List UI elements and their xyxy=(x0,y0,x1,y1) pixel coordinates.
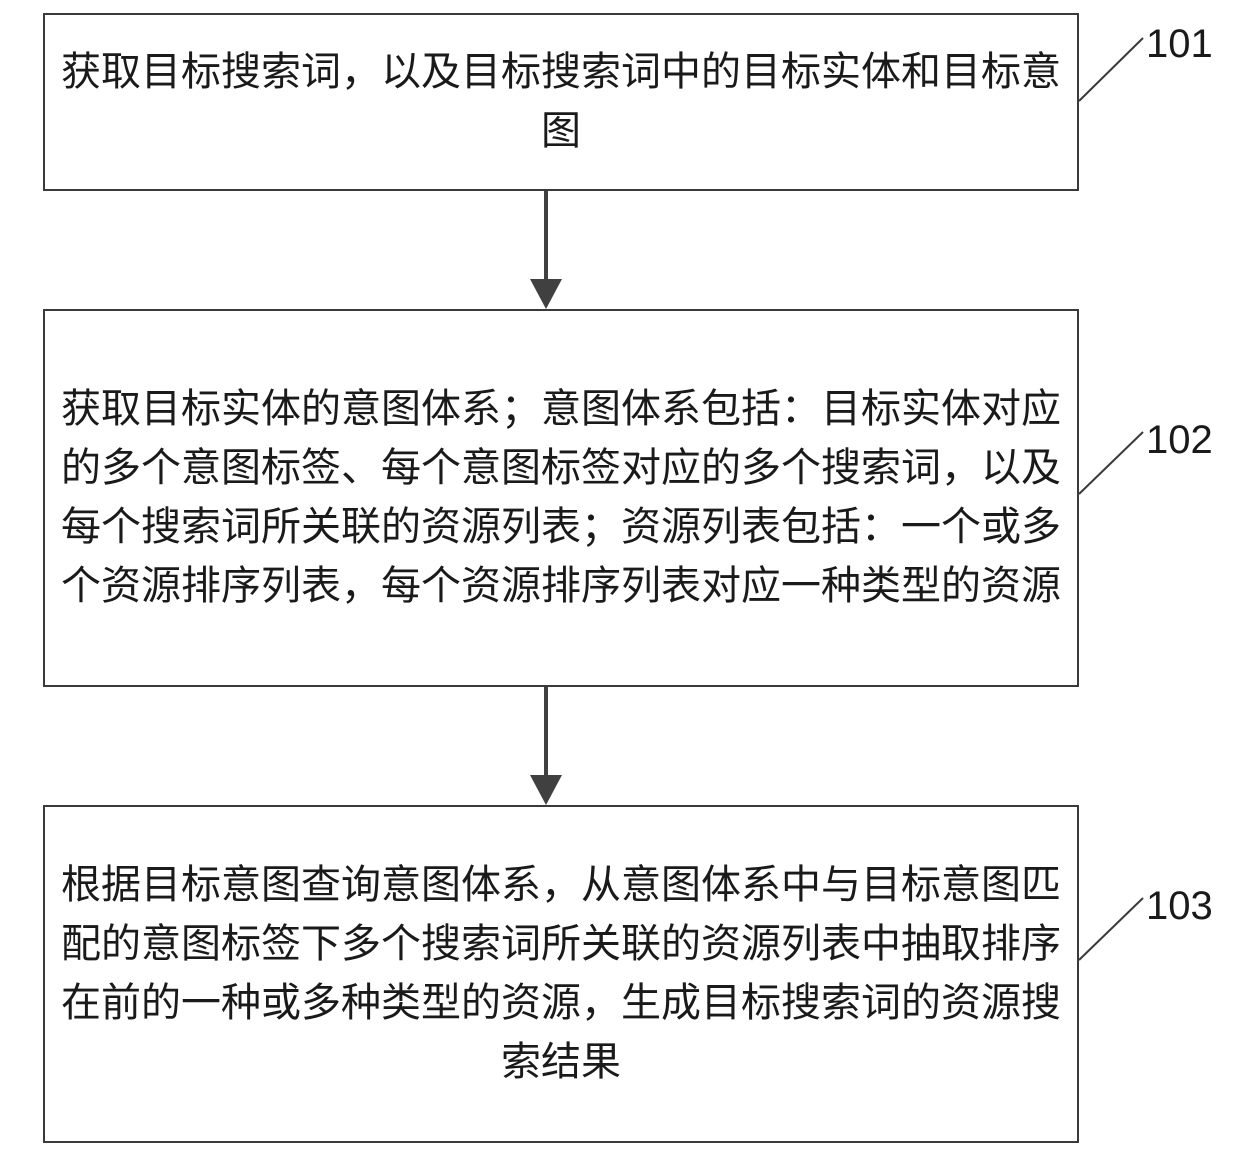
leader-line-102 xyxy=(1078,431,1144,495)
leader-line-103 xyxy=(1078,897,1144,961)
step-label-102: 102 xyxy=(1146,418,1213,462)
step-text-101: 获取目标搜索词，以及目标搜索词中的目标实体和目标意图 xyxy=(61,49,1061,154)
step-text-103: 根据目标意图查询意图体系，从意图体系中与目标意图匹配的意图标签下多个搜索词所关联… xyxy=(61,862,1061,1085)
arrow-102-to-103 xyxy=(530,687,562,805)
arrow-101-to-102 xyxy=(530,191,562,309)
step-label-101: 101 xyxy=(1146,22,1213,66)
step-label-103: 103 xyxy=(1146,884,1213,928)
step-box-103: 根据目标意图查询意图体系，从意图体系中与目标意图匹配的意图标签下多个搜索词所关联… xyxy=(43,805,1079,1143)
step-text-102: 获取目标实体的意图体系；意图体系包括：目标实体对应的多个意图标签、每个意图标签对… xyxy=(61,386,1061,609)
step-box-102: 获取目标实体的意图体系；意图体系包括：目标实体对应的多个意图标签、每个意图标签对… xyxy=(43,309,1079,687)
leader-line-101 xyxy=(1078,37,1144,102)
step-box-101: 获取目标搜索词，以及目标搜索词中的目标实体和目标意图 xyxy=(43,13,1079,191)
